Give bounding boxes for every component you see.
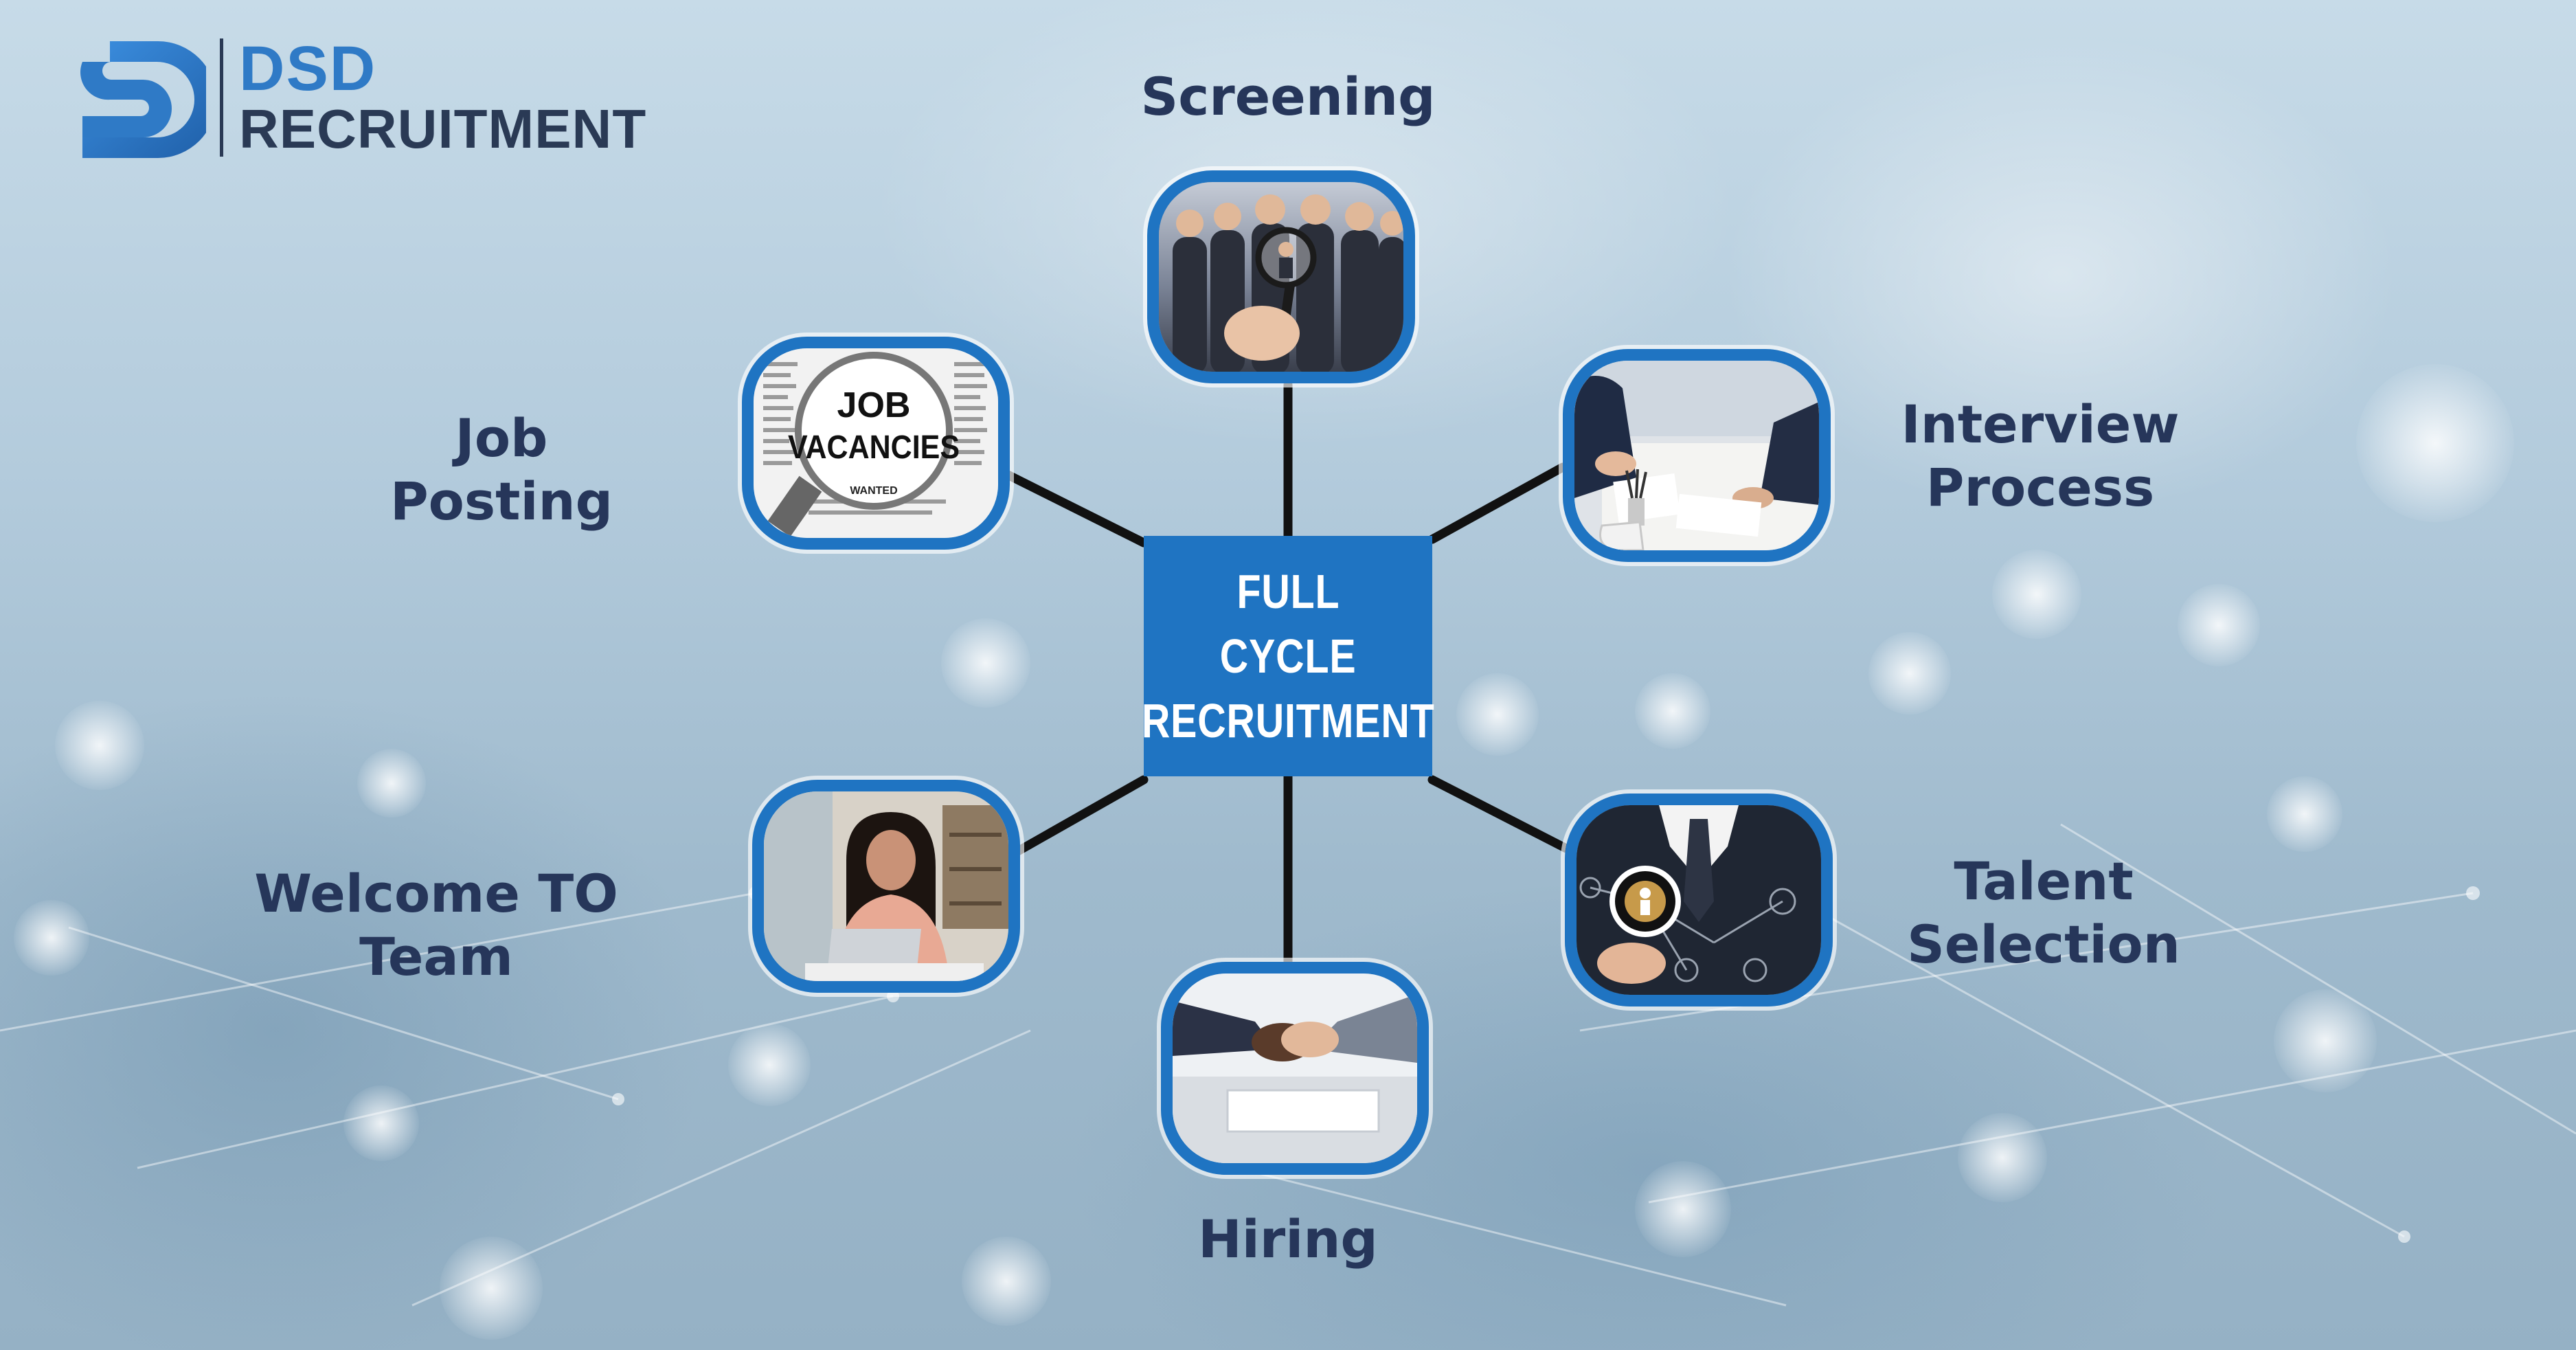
bokeh-light [1868, 632, 1951, 715]
logo-divider [220, 38, 223, 157]
hub-line: CYCLE [1219, 629, 1357, 683]
stage-label-line: Process [1925, 457, 2155, 518]
bokeh-light [1456, 673, 1539, 756]
bokeh-light [1958, 1113, 2047, 1202]
talent-selection-image [1565, 794, 1833, 1006]
stage-label-line: Job [455, 407, 548, 469]
stage-label-line: Team [359, 926, 513, 987]
bokeh-light [440, 1237, 543, 1340]
stage-label-interview-process: Interview Process [1814, 393, 2267, 519]
bokeh-light [2274, 989, 2377, 1092]
connector-welcome-to-team [1012, 775, 1149, 857]
bokeh-light [962, 1237, 1051, 1326]
bokeh-light [1635, 673, 1710, 749]
bokeh-light [1992, 550, 2081, 639]
job-vacancies-headline: VACANCIES [788, 429, 960, 466]
stage-label-job-posting: Job Posting [275, 407, 728, 533]
logo-text-dsd: DSD [239, 34, 377, 104]
stage-label-line: Screening [1140, 66, 1436, 127]
dsd-recruitment-logo[interactable]: DSD RECRUITMENT [76, 34, 646, 165]
stage-label-line: Posting [389, 471, 613, 532]
stage-label-line: Selection [1907, 914, 2180, 975]
stage-label-screening: Screening [1072, 65, 1504, 128]
bokeh-light [2356, 364, 2514, 522]
screening-image [1147, 170, 1415, 383]
bokeh-light [2178, 584, 2260, 666]
bokeh-light [941, 618, 1030, 708]
bokeh-light [357, 749, 426, 818]
stage-label-line: Welcome TO [254, 863, 618, 924]
full-cycle-recruitment-hub: FULL CYCLE RECRUITMENT [1141, 536, 1435, 776]
hub-line: FULL [1236, 565, 1340, 618]
bokeh-light [55, 701, 144, 790]
job-posting-image: JOB VACANCIES WANTED [742, 337, 1010, 550]
stage-label-line: Interview [1901, 394, 2180, 455]
bokeh-light [2267, 776, 2342, 852]
stage-label-talent-selection: Talent Selection [1814, 850, 2274, 976]
stage-label-line: Hiring [1198, 1208, 1378, 1270]
stage-label-hiring: Hiring [1072, 1208, 1504, 1271]
logo-text-recruitment: RECRUITMENT [239, 98, 647, 159]
connector-talent-selection [1427, 775, 1571, 853]
bokeh-light [343, 1085, 419, 1161]
dsd-monogram-icon [80, 41, 206, 158]
hub-line: RECRUITMENT [1141, 694, 1435, 747]
job-vacancies-headline: JOB [837, 385, 911, 425]
bokeh-light [14, 900, 89, 976]
wanted-caption: WANTED [850, 485, 897, 497]
bokeh-light [728, 1024, 811, 1106]
hiring-image [1161, 962, 1429, 1175]
connector-interview-process [1427, 462, 1568, 544]
connector-job-posting [1002, 469, 1149, 548]
welcome-to-team-image [752, 780, 1020, 993]
bokeh-light [1635, 1161, 1731, 1257]
interview-process-image [1563, 349, 1831, 562]
stage-label-welcome-to-team: Welcome TO Team [199, 862, 673, 989]
stage-label-line: Talent [1954, 851, 2134, 912]
